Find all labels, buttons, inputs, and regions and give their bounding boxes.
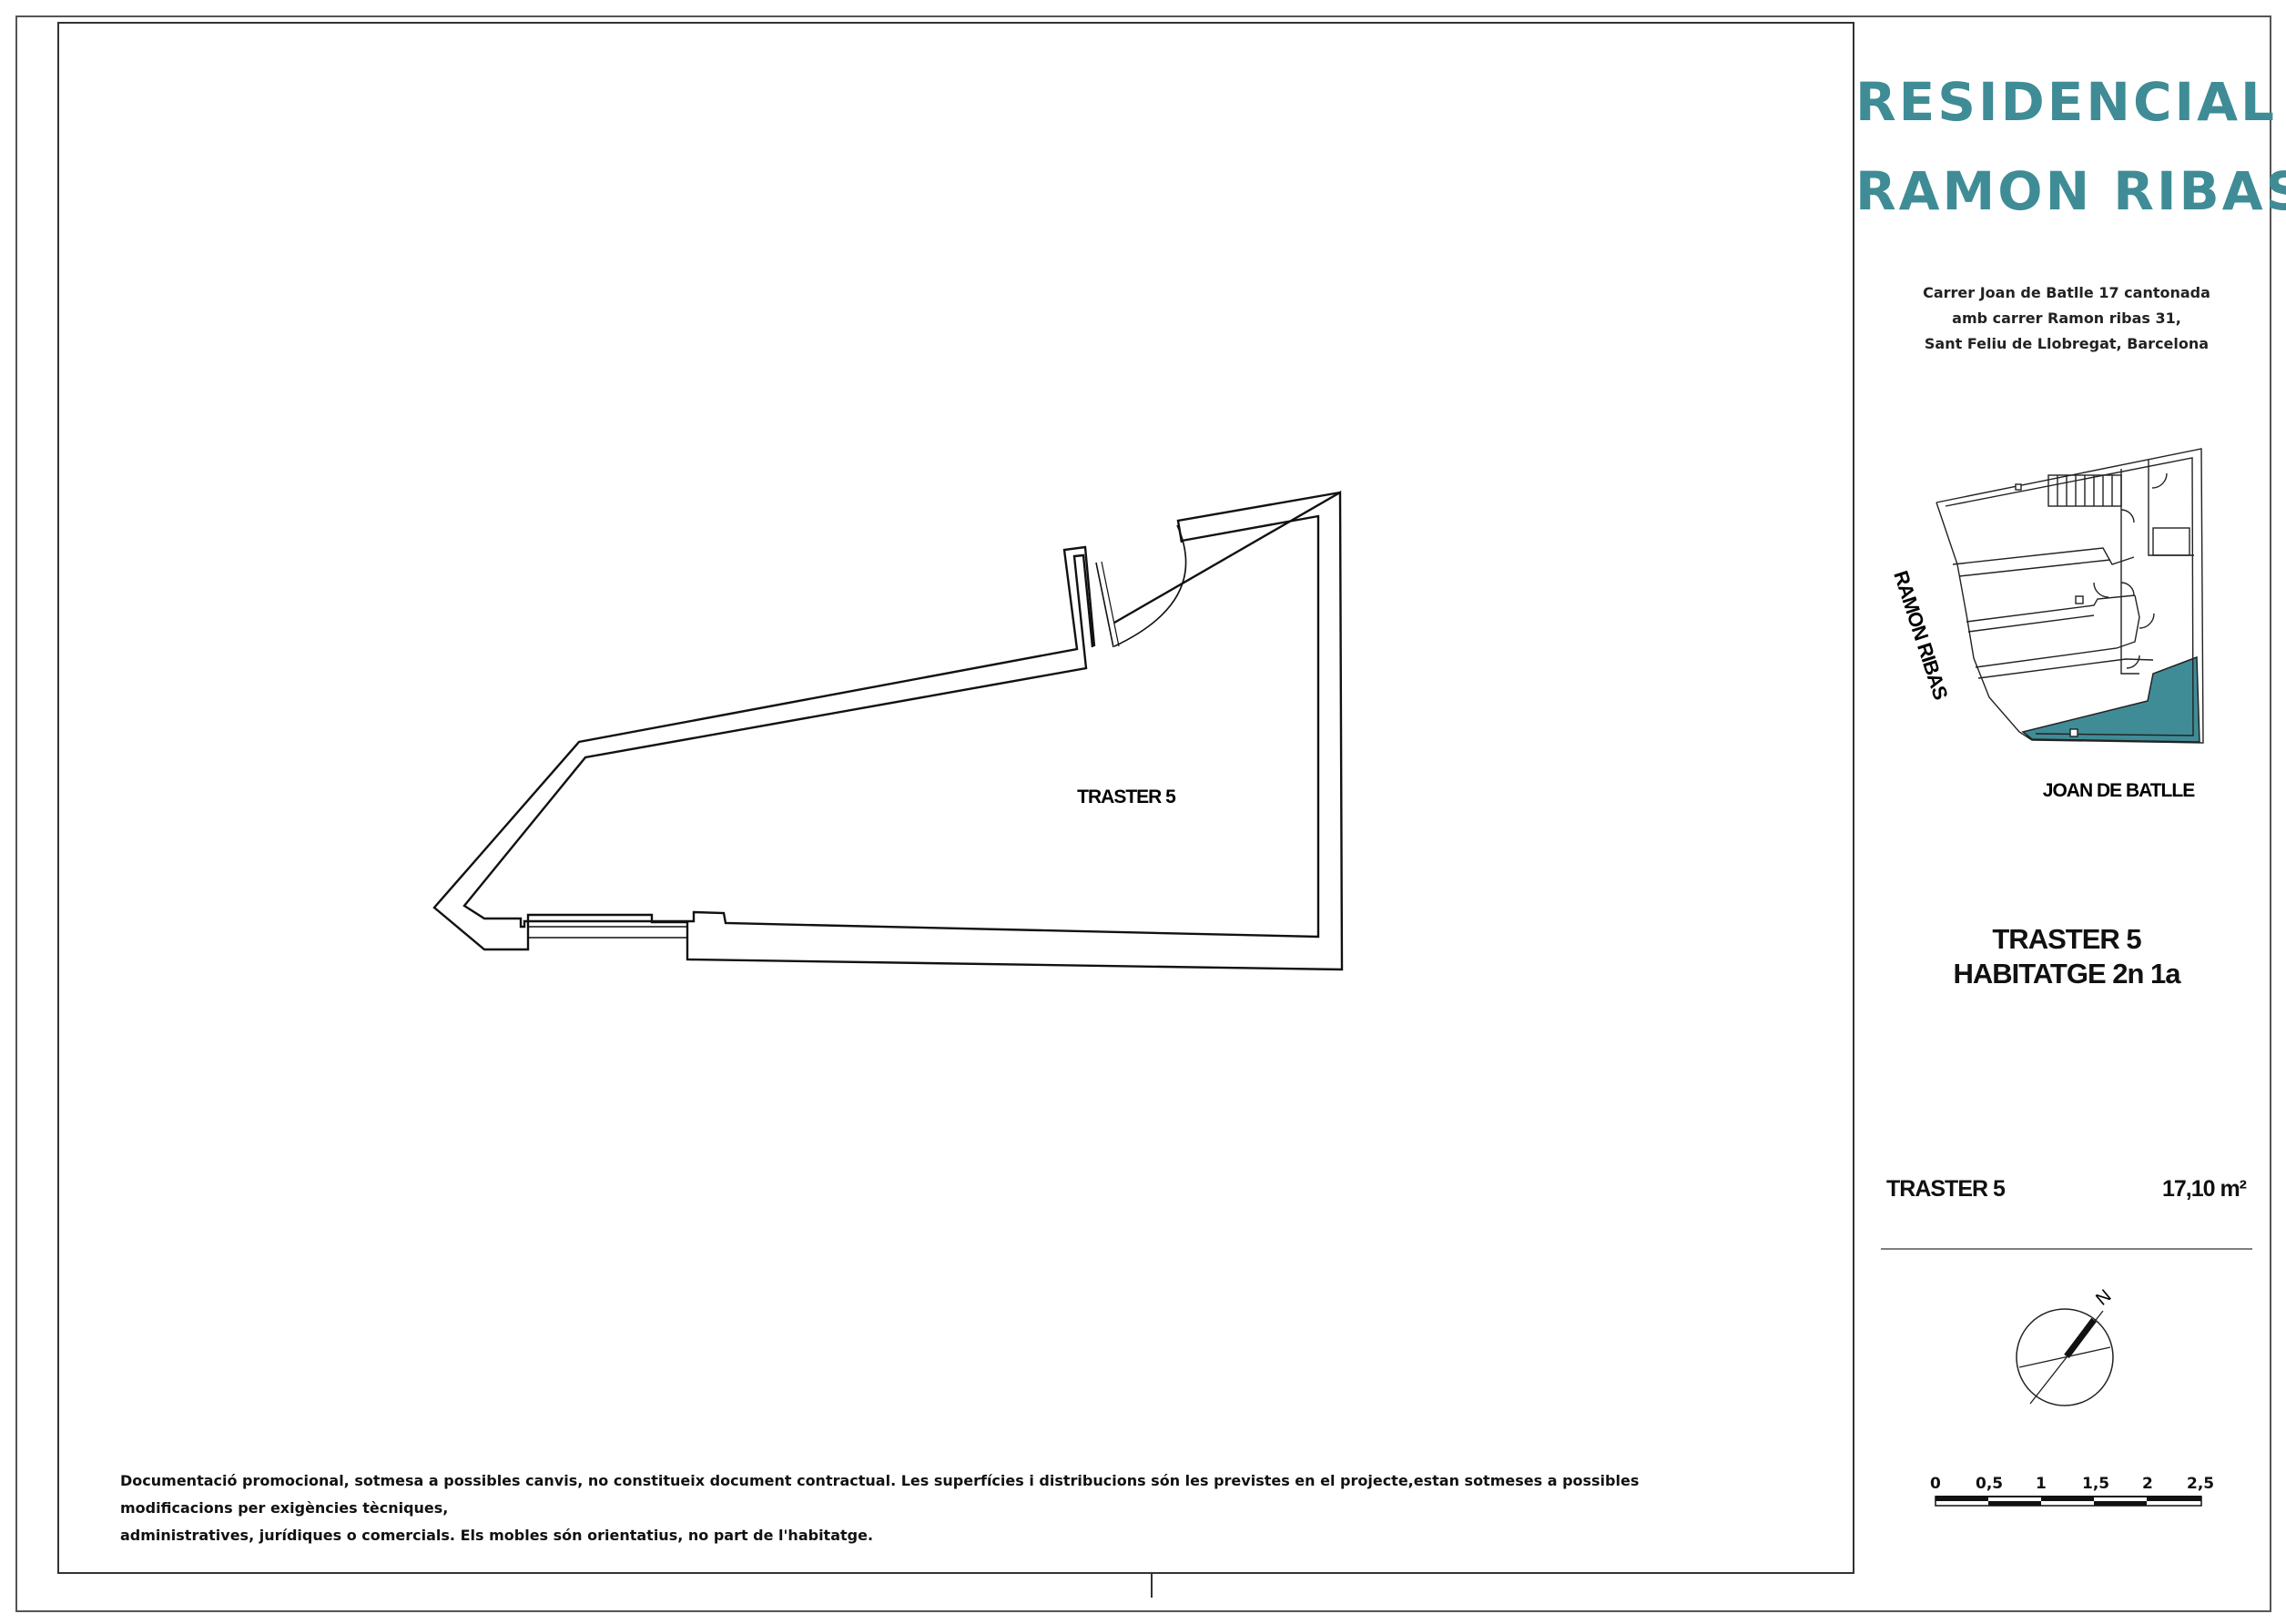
key-plan-column-1	[2075, 595, 2084, 604]
key-plan-door-3	[2151, 472, 2168, 489]
key-plan-column-3	[2015, 483, 2022, 491]
floor-plan	[432, 490, 1344, 971]
key-plan-div-2	[1958, 559, 2111, 577]
key-plan-door-1	[2120, 509, 2135, 523]
street-label-bottom: JOAN DE BATLLE	[2043, 780, 2195, 801]
key-plan-core	[2120, 469, 2139, 675]
scale-tick-0: 0	[1930, 1475, 1941, 1493]
scale-bar	[1935, 1496, 2202, 1507]
key-plan-outline	[1935, 448, 2204, 744]
key-plan-div-1	[1952, 547, 2135, 565]
address-line2: amb carrer Ramon ribas 31,	[1952, 310, 2181, 327]
key-plan-core-2	[2148, 460, 2194, 556]
north-arrow-icon	[2016, 1308, 2114, 1406]
key-plan-outline-inner	[1945, 457, 2194, 736]
plan-frame	[57, 22, 1854, 1574]
unit-name: TRASTER 5	[1992, 923, 2141, 955]
door-leaf-2	[1101, 561, 1120, 647]
disclaimer: Documentació promocional, sotmesa a poss…	[120, 1467, 1713, 1549]
street-label-side: RAMON RIBAS	[1889, 568, 1952, 703]
key-plan-div-6	[1977, 658, 2154, 679]
room-label: TRASTER 5	[1077, 787, 1176, 807]
unit-dwelling: HABITATGE 2n 1a	[1953, 958, 2180, 990]
key-plan-div-4	[1967, 614, 2095, 633]
project-title-line1: RESIDENCIAL	[1855, 71, 2277, 133]
address-line1: Carrer Joan de Batlle 17 cantonada	[1923, 284, 2210, 301]
scale-tick-4: 2	[2142, 1475, 2153, 1493]
key-plan	[1935, 448, 2204, 744]
scale-tick-5: 2,5	[2187, 1475, 2215, 1493]
scale-tick-2: 1	[2036, 1475, 2047, 1493]
door-leaf	[1095, 562, 1114, 648]
outer-wall	[432, 490, 1344, 971]
scale-tick-1: 0,5	[1976, 1475, 2004, 1493]
key-plan-div-3	[1966, 594, 2136, 623]
key-plan-door-2	[2120, 582, 2135, 596]
inner-wall	[462, 514, 1320, 939]
key-plan-column-2	[2069, 728, 2078, 737]
key-plan-div-5	[1975, 594, 2140, 668]
key-plan-door-5	[2139, 613, 2155, 629]
disclaimer-line2: administratives, jurídiques o comercials…	[120, 1527, 874, 1544]
key-plan-highlight	[2021, 655, 2200, 743]
address-line3: Sant Feliu de Llobregat, Barcelona	[1924, 335, 2210, 352]
key-plan-lift	[2152, 527, 2190, 556]
surface-value: 17,10 m²	[2161, 1176, 2247, 1202]
sheet-border	[15, 15, 2271, 1612]
disclaimer-line1: Documentació promocional, sotmesa a poss…	[120, 1472, 1640, 1517]
scale-tick-3: 1,5	[2082, 1475, 2110, 1493]
key-plan-door-4	[2093, 582, 2109, 598]
surface-label: TRASTER 5	[1886, 1176, 2006, 1202]
north-label: N	[2092, 1286, 2115, 1310]
project-title-line2: RAMON RIBAS	[1855, 160, 2286, 222]
door-swing-arc	[1113, 524, 1187, 647]
key-plan-door-6	[2126, 655, 2140, 669]
